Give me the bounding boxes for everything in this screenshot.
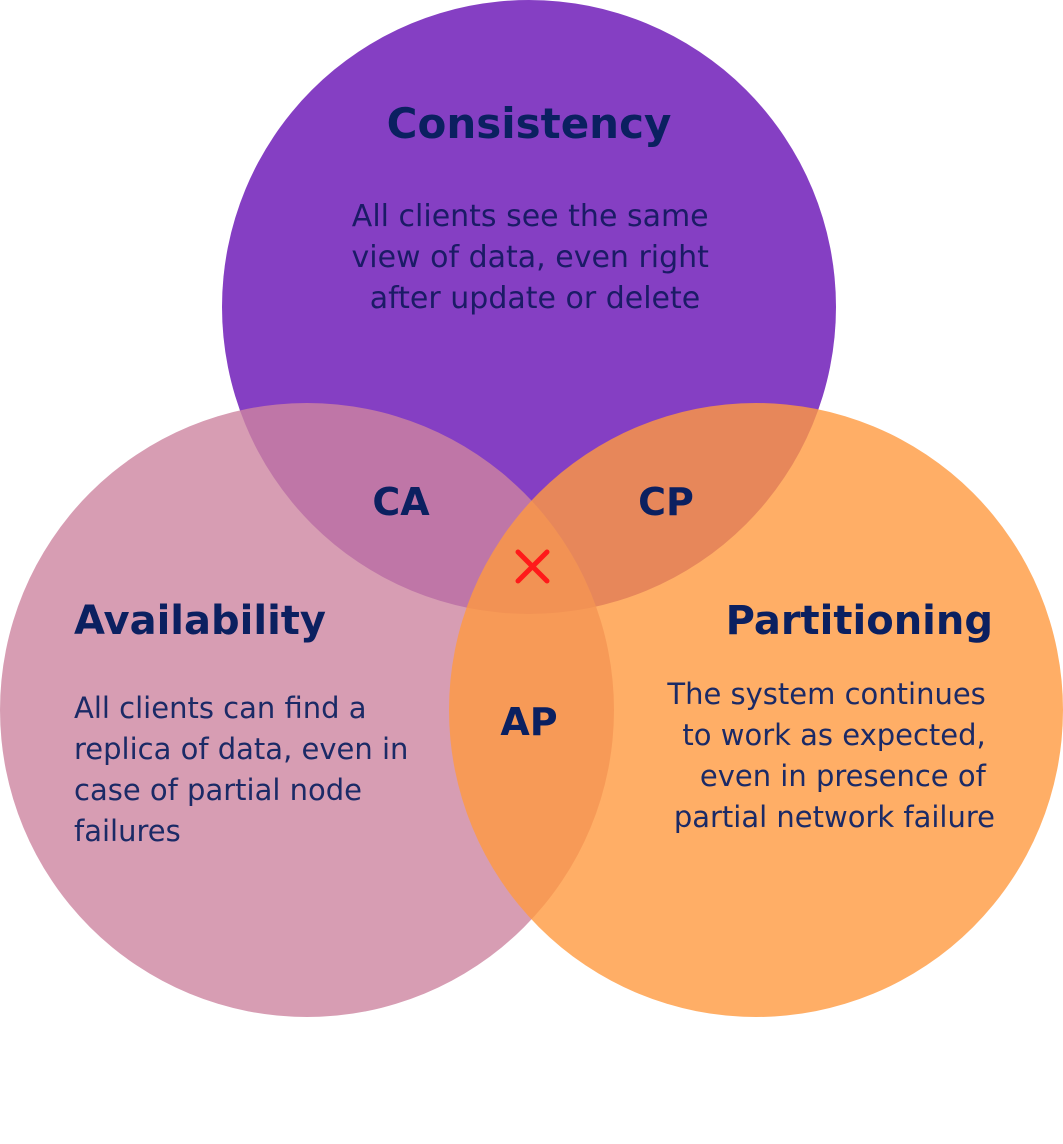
consistency-description-line: All clients see the same (352, 199, 709, 234)
partitioning-circle (449, 403, 1063, 1017)
partitioning-title: Partitioning (726, 598, 993, 644)
partitioning-description-line: partial network failure (674, 800, 995, 834)
partitioning-description-line: even in presence of (700, 759, 987, 793)
availability-description-line: All clients can find a (74, 691, 367, 725)
consistency-title: Consistency (387, 99, 672, 148)
availability-title: Availability (74, 598, 326, 644)
availability-description-line: failures (74, 814, 181, 848)
overlap-label-ca: CA (372, 480, 430, 524)
availability-description-line: case of partial node (74, 773, 362, 807)
overlap-label-ap: AP (500, 700, 557, 744)
availability-description-line: replica of data, even in (74, 732, 408, 766)
consistency-description-line: after update or delete (370, 281, 700, 316)
consistency-description: All clients see the same view of data, e… (352, 199, 719, 316)
cross-icon (515, 549, 550, 584)
partitioning-description-line: The system continues (666, 677, 985, 711)
cross-icon-stroke (515, 549, 550, 584)
overlap-label-cp: CP (638, 480, 694, 524)
availability-description: All clients can find a replica of data, … (74, 691, 418, 848)
partitioning-description: The system continues to work as expected… (666, 677, 995, 834)
consistency-description-line: view of data, even right (352, 240, 710, 275)
partitioning-description-line: to work as expected, (682, 718, 985, 752)
availability-circle (0, 403, 614, 1017)
